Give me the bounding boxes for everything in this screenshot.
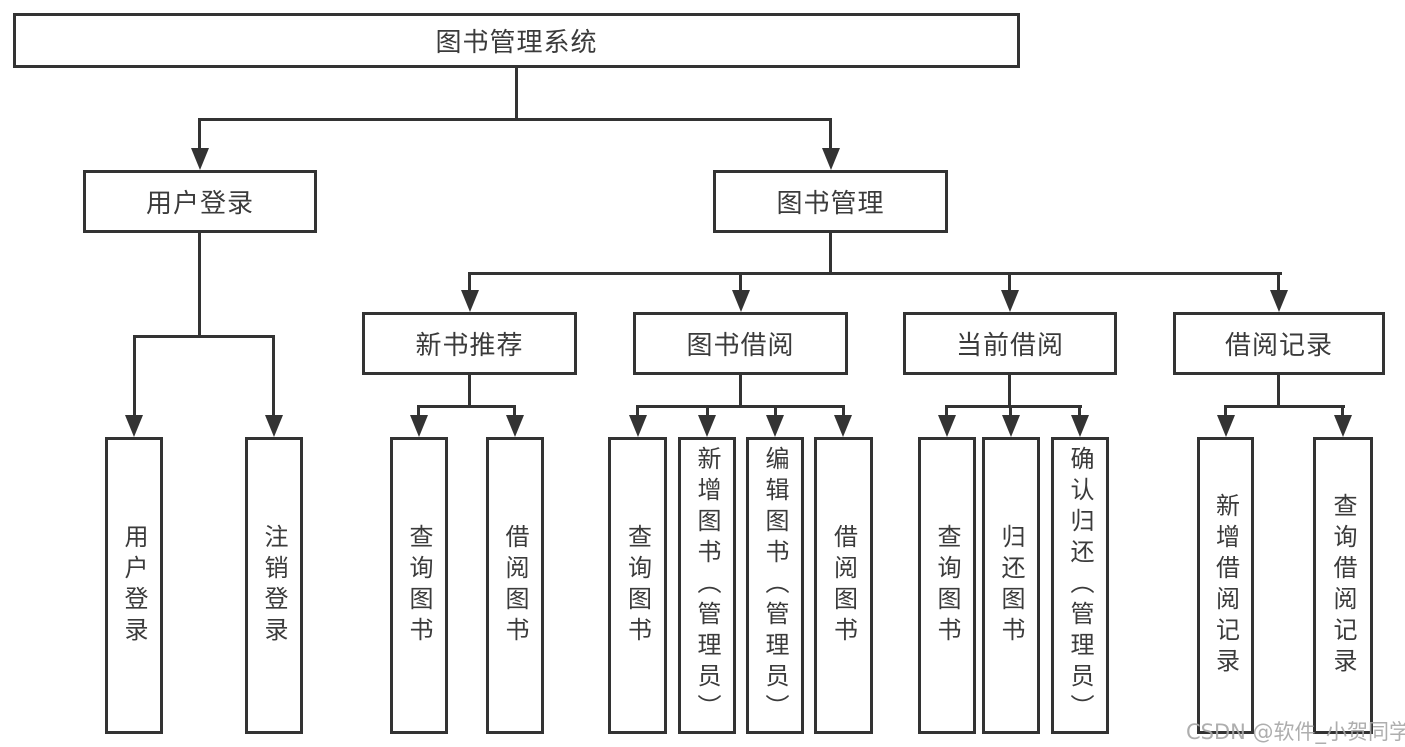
- node-user-login-label: 用户登录: [145, 189, 254, 219]
- arrowhead-borrow-books-borrowing-icon: [834, 415, 852, 437]
- arrowhead-book-management-icon: [822, 148, 840, 170]
- leaf-borrow-books-recommend-label: 借阅图书: [501, 523, 529, 648]
- leaf-query-books-borrowing: 查询图书: [608, 437, 667, 734]
- node-borrowing-records: 借阅记录: [1173, 312, 1385, 375]
- connector-stem-query-books-recommend: [417, 405, 420, 417]
- leaf-add-books-admin: 新增图书（管理员）: [678, 437, 736, 734]
- connector-new-book-drop: [468, 375, 471, 405]
- leaf-user-login: 用户登录: [105, 437, 163, 734]
- arrowhead-query-books-recommend-icon: [410, 415, 428, 437]
- connector-borrowing-records-drop: [1277, 375, 1280, 405]
- node-current-borrowing-label: 当前借阅: [955, 331, 1064, 361]
- leaf-add-books-admin-label: 新增图书（管理员）: [693, 446, 721, 725]
- connector-current-borrowing-branch: [945, 405, 1082, 408]
- leaf-query-books-current-label: 查询图书: [933, 523, 961, 648]
- arrowhead-current-borrowing-icon: [1001, 290, 1019, 312]
- node-book-borrowing: 图书借阅: [633, 312, 848, 375]
- connector-stem-return-books: [1009, 405, 1012, 417]
- leaf-borrow-books-borrowing: 借阅图书: [814, 437, 873, 734]
- leaf-query-books-current: 查询图书: [918, 437, 976, 734]
- arrowhead-leaf-user-login-icon: [125, 415, 143, 437]
- node-library-system-label: 图书管理系统: [435, 28, 598, 58]
- leaf-add-borrow-record: 新增借阅记录: [1197, 437, 1254, 734]
- arrowhead-book-borrowing-icon: [732, 290, 750, 312]
- csdn-watermark: CSDN @软件_小贺同学: [1186, 720, 1405, 744]
- node-new-book-recommendation-label: 新书推荐: [415, 331, 524, 361]
- connector-borrowing-records-branch: [1224, 405, 1345, 408]
- leaf-borrow-books-recommend: 借阅图书: [486, 437, 544, 734]
- connector-stem-book-management: [829, 118, 832, 150]
- leaf-logout-label: 注销登录: [260, 523, 288, 648]
- connector-user-login-drop: [198, 233, 201, 335]
- leaf-edit-books-admin-label: 编辑图书（管理员）: [761, 446, 789, 725]
- arrowhead-query-books-current-icon: [938, 415, 956, 437]
- arrowhead-add-books-admin-icon: [698, 415, 716, 437]
- connector-book-borrowing-branch: [636, 405, 845, 408]
- arrowhead-return-books-icon: [1002, 415, 1020, 437]
- node-new-book-recommendation: 新书推荐: [362, 312, 577, 375]
- connector-stem-new-book: [468, 272, 471, 292]
- leaf-query-books-borrowing-label: 查询图书: [623, 523, 652, 648]
- node-book-borrowing-label: 图书借阅: [686, 331, 795, 361]
- connector-stem-borrow-books-recommend: [513, 405, 516, 417]
- leaf-query-books-recommend: 查询图书: [390, 437, 448, 734]
- connector-current-borrowing-drop: [1008, 375, 1011, 405]
- connector-user-login-branch: [133, 335, 274, 338]
- connector-stem-borrow-books-borrowing: [842, 405, 845, 417]
- arrowhead-leaf-logout-icon: [265, 415, 283, 437]
- connector-book-borrowing-drop: [739, 375, 742, 405]
- leaf-query-borrow-record: 查询借阅记录: [1313, 437, 1373, 734]
- connector-root-drop: [515, 68, 518, 118]
- arrowhead-new-book-icon: [461, 290, 479, 312]
- node-borrowing-records-label: 借阅记录: [1224, 331, 1333, 361]
- node-book-management-label: 图书管理: [776, 189, 885, 219]
- arrowhead-query-books-borrowing-icon: [629, 415, 647, 437]
- leaf-add-borrow-record-label: 新增借阅记录: [1211, 492, 1240, 679]
- node-current-borrowing: 当前借阅: [903, 312, 1117, 375]
- arrowhead-add-borrow-record-icon: [1217, 415, 1235, 437]
- leaf-user-login-label: 用户登录: [120, 523, 148, 648]
- connector-book-management-branch: [468, 272, 1282, 275]
- arrowhead-edit-books-admin-icon: [766, 415, 784, 437]
- connector-root-branch: [198, 118, 832, 121]
- leaf-borrow-books-borrowing-label: 借阅图书: [829, 523, 858, 648]
- connector-stem-query-borrow-record: [1341, 405, 1344, 417]
- connector-stem-leaf-user-login: [133, 335, 136, 417]
- connector-stem-query-books-current: [945, 405, 948, 417]
- connector-stem-query-books-borrowing: [636, 405, 639, 417]
- connector-book-management-drop: [829, 233, 832, 272]
- node-library-system: 图书管理系统: [13, 13, 1020, 68]
- leaf-query-borrow-record-label: 查询借阅记录: [1329, 492, 1357, 679]
- arrowhead-query-borrow-record-icon: [1334, 415, 1352, 437]
- leaf-confirm-return-admin: 确认归还（管理员）: [1051, 437, 1109, 734]
- leaf-query-books-recommend-label: 查询图书: [405, 523, 433, 648]
- connector-stem-user-login: [198, 118, 201, 150]
- connector-stem-book-borrowing: [739, 272, 742, 292]
- connector-stem-edit-books-admin: [774, 405, 777, 417]
- node-user-login: 用户登录: [83, 170, 317, 233]
- connector-stem-confirm-return-admin: [1078, 405, 1081, 417]
- connector-new-book-branch: [417, 405, 516, 408]
- connector-stem-add-books-admin: [706, 405, 709, 417]
- leaf-confirm-return-admin-label: 确认归还（管理员）: [1066, 446, 1094, 725]
- leaf-return-books: 归还图书: [982, 437, 1040, 734]
- arrowhead-borrow-books-recommend-icon: [506, 415, 524, 437]
- arrowhead-borrowing-records-icon: [1270, 290, 1288, 312]
- node-book-management: 图书管理: [713, 170, 948, 233]
- leaf-edit-books-admin: 编辑图书（管理员）: [746, 437, 804, 734]
- arrowhead-confirm-return-admin-icon: [1071, 415, 1089, 437]
- connector-stem-current-borrowing: [1008, 272, 1011, 292]
- connector-stem-borrowing-records: [1277, 272, 1280, 292]
- arrowhead-user-login-icon: [191, 148, 209, 170]
- connector-stem-leaf-logout: [272, 335, 275, 417]
- leaf-logout: 注销登录: [245, 437, 303, 734]
- connector-stem-add-borrow-record: [1224, 405, 1227, 417]
- leaf-return-books-label: 归还图书: [997, 523, 1025, 648]
